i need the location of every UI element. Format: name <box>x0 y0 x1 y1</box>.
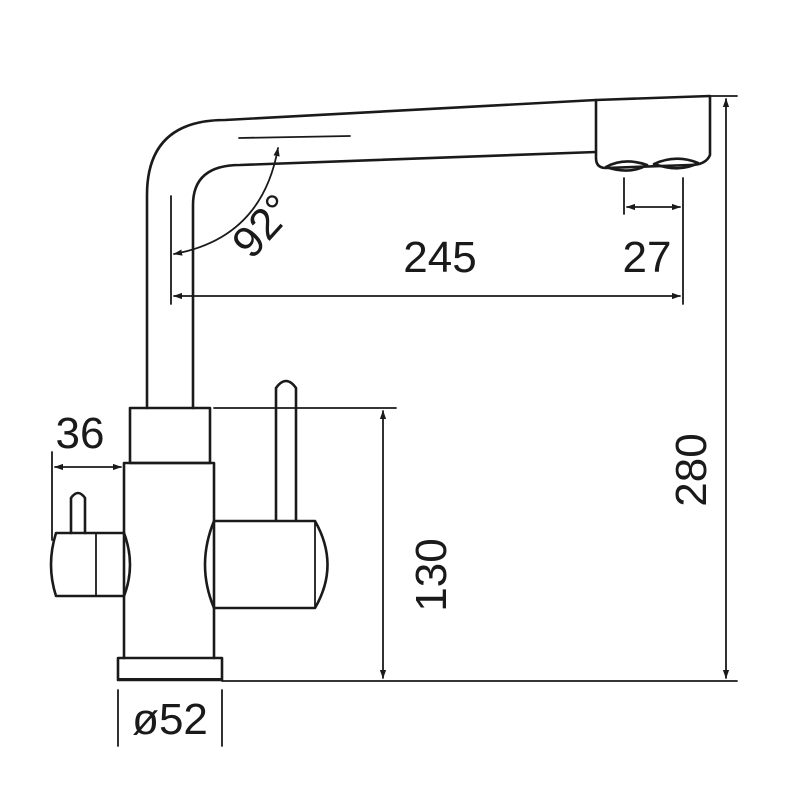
side-handle-pin <box>69 491 87 535</box>
label-outlet-spacing: 27 <box>623 233 672 282</box>
dimension-labels: 245 27 280 130 36 ø52 92° <box>56 185 716 744</box>
dim-arc-92 <box>173 147 280 256</box>
label-total-height: 280 <box>667 433 716 506</box>
label-spout-reach: 245 <box>403 233 476 282</box>
spout-inner-edge <box>191 150 598 410</box>
outlet-nozzle-left <box>604 160 649 172</box>
lever-rod <box>274 379 298 522</box>
spout-highlight <box>238 135 351 139</box>
body-column <box>122 461 216 660</box>
dimension-lines <box>51 95 738 747</box>
label-side-offset: 36 <box>56 409 105 458</box>
side-handle <box>49 491 132 598</box>
label-base-diameter: ø52 <box>132 695 208 744</box>
body-collar <box>128 406 212 465</box>
label-body-height: 130 <box>407 538 456 611</box>
label-spout-angle: 92° <box>223 185 304 267</box>
main-handle <box>203 379 329 610</box>
spout-head <box>594 94 712 170</box>
side-handle-knob <box>49 531 132 598</box>
base-plate <box>118 678 222 681</box>
outlet-nozzle-right <box>652 157 700 170</box>
spout-outer-edge <box>145 98 598 410</box>
lever-knob <box>203 519 329 610</box>
base-ring <box>116 656 224 682</box>
faucet-body <box>116 406 224 682</box>
